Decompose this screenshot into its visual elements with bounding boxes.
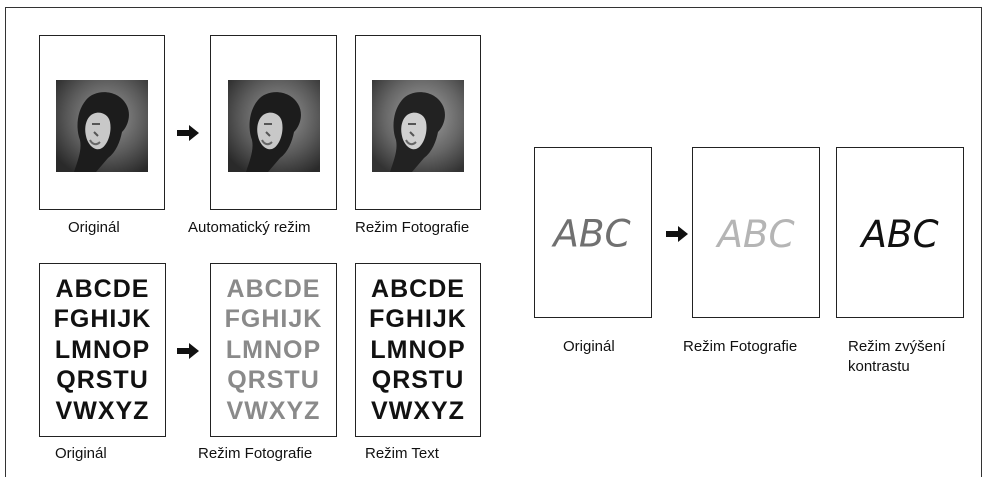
letter-row: LMNOP	[370, 335, 466, 364]
caption-original: Originál	[55, 445, 107, 462]
original-text-page: ABCDE FGHIJK LMNOP QRSTU VWXYZ	[39, 263, 166, 437]
portrait-photo	[372, 80, 464, 172]
portrait-photo	[56, 80, 148, 172]
letter-row: QRSTU	[227, 366, 320, 395]
caption-original: Originál	[68, 219, 120, 236]
letter-row: ABCDE	[226, 274, 321, 303]
portrait-photo	[227, 80, 320, 172]
letter-row: FGHIJK	[224, 305, 323, 334]
letter-row: QRSTU	[56, 366, 149, 395]
letter-row: FGHIJK	[369, 305, 467, 334]
letter-row: VWXYZ	[371, 396, 465, 425]
letter-row: LMNOP	[225, 335, 322, 364]
letter-block: ABCDE FGHIJK LMNOP QRSTU VWXYZ	[356, 264, 480, 436]
contrast-mode-abc-page: ABC	[836, 147, 964, 318]
original-photo-page	[39, 35, 165, 210]
caption-photo-mode: Režim Fotografie	[683, 338, 798, 355]
letter-row: VWXYZ	[55, 396, 150, 425]
letter-row: QRSTU	[371, 366, 465, 395]
letter-row: LMNOP	[54, 335, 151, 364]
caption-original: Originál	[563, 338, 615, 355]
letter-row: ABCDE	[371, 274, 465, 303]
abc-text: ABC	[715, 212, 794, 256]
abc-text: ABC	[859, 212, 938, 256]
caption-photo-mode: Režim Fotografie	[198, 445, 313, 462]
original-abc-page: ABC	[534, 147, 652, 318]
letter-block: ABCDE FGHIJK LMNOP QRSTU VWXYZ	[211, 264, 336, 436]
letter-row: VWXYZ	[226, 396, 321, 425]
photo-mode-text-page: ABCDE FGHIJK LMNOP QRSTU VWXYZ	[210, 263, 337, 437]
arrow-right-icon	[666, 226, 688, 242]
caption-auto-mode: Automatický režim	[188, 219, 311, 236]
photo-mode-abc-page: ABC	[692, 147, 820, 318]
abc-sample: ABC	[859, 212, 938, 256]
caption-contrast-mode-line2: kontrastu	[848, 358, 910, 375]
letter-block: ABCDE FGHIJK LMNOP QRSTU VWXYZ	[40, 264, 165, 436]
caption-contrast-mode-line1: Režim zvýšení	[848, 338, 946, 355]
letter-row: ABCDE	[55, 274, 150, 303]
photo-mode-photo-page	[355, 35, 481, 210]
arrow-right-icon	[177, 125, 199, 141]
letter-row: FGHIJK	[53, 305, 152, 334]
arrow-right-icon	[177, 343, 199, 359]
abc-text: ABC	[551, 212, 630, 256]
abc-sample: ABC	[715, 212, 794, 256]
abc-sample: ABC	[551, 212, 630, 256]
figure-frame	[5, 7, 982, 477]
auto-mode-photo-page	[210, 35, 337, 210]
caption-text-mode: Režim Text	[365, 445, 439, 462]
text-mode-text-page: ABCDE FGHIJK LMNOP QRSTU VWXYZ	[355, 263, 481, 437]
caption-photo-mode: Režim Fotografie	[355, 219, 470, 236]
